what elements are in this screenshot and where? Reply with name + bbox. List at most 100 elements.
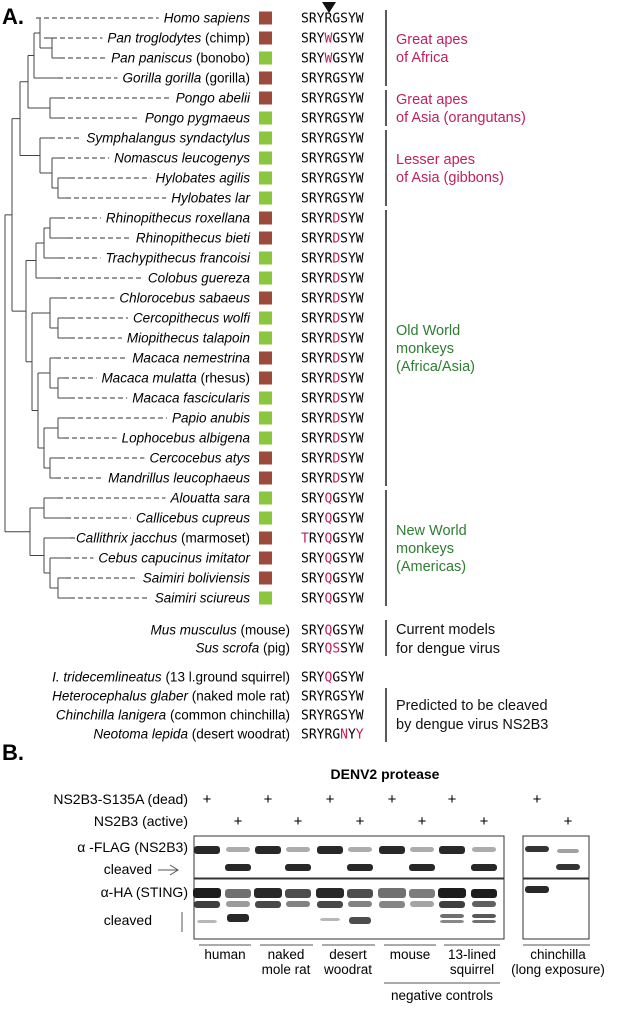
residue: D	[332, 412, 340, 427]
residue: Y	[348, 212, 356, 227]
residue: W	[356, 592, 364, 607]
species-sequence: SRYRDSYW	[301, 432, 364, 447]
blot-band	[440, 920, 464, 923]
species-sequence: SRYRDSYW	[301, 392, 364, 407]
species-sequence: SRYRGSYW	[301, 112, 364, 127]
residue: Y	[348, 312, 356, 327]
blot-band	[348, 901, 372, 907]
residue: R	[309, 412, 317, 427]
flag-blot-label: α -FLAG (NS2B3)	[77, 839, 188, 855]
latin-name: Pongo pygmaeus	[145, 111, 250, 126]
residue: R	[324, 212, 332, 227]
species-box	[259, 111, 272, 125]
negative-controls-label: negative controls	[391, 988, 493, 1003]
residue: Y	[348, 52, 356, 67]
species-box	[259, 451, 272, 465]
residue: Y	[348, 352, 356, 367]
species-box	[259, 331, 272, 345]
residue: R	[309, 592, 317, 607]
residue: R	[324, 452, 332, 467]
residue: R	[324, 392, 332, 407]
latin-name: Sus scrofa	[195, 641, 259, 656]
residue: Y	[348, 532, 356, 547]
residue: W	[356, 624, 364, 639]
residue: S	[340, 709, 348, 724]
residue: W	[356, 132, 364, 147]
species-label: Pongo pygmaeus	[145, 111, 250, 126]
residue: R	[309, 272, 317, 287]
latin-name: Chlorocebus sabaeus	[119, 291, 250, 306]
species-box	[259, 171, 272, 185]
species-box	[259, 311, 272, 325]
blot-band	[439, 901, 465, 908]
latin-name: Cebus capucinus imitator	[98, 551, 250, 566]
models-label: Current models	[396, 622, 495, 638]
blot-band	[317, 846, 343, 854]
species-box	[259, 31, 272, 45]
blot-band	[471, 889, 497, 898]
species-sequence: SRYRGSYW	[301, 172, 364, 187]
residue: W	[356, 392, 364, 407]
residue: Y	[317, 252, 325, 267]
residue: S	[301, 552, 309, 567]
residue: Y	[317, 432, 325, 447]
residue: S	[340, 312, 348, 327]
residue: Y	[348, 690, 356, 705]
residue: R	[309, 552, 317, 567]
latin-name: Nomascus leucogenys	[114, 151, 250, 166]
residue: G	[332, 152, 340, 167]
blot-band	[409, 864, 435, 871]
residue: Y	[317, 232, 325, 247]
residue: W	[356, 372, 364, 387]
residue: S	[301, 112, 309, 127]
blot-band	[472, 914, 496, 918]
sample-mouse: mouse	[390, 947, 431, 962]
species-sequence: SRYRDSYW	[301, 272, 364, 287]
residue: Y	[317, 512, 325, 527]
residue: Y	[348, 592, 356, 607]
latin-name: Saimiri boliviensis	[143, 571, 251, 586]
residue: S	[340, 472, 348, 487]
residue: S	[340, 132, 348, 147]
residue: D	[332, 432, 340, 447]
lane-plus: +	[264, 791, 273, 808]
residue: G	[332, 52, 340, 67]
species-label: Cercocebus atys	[149, 451, 250, 466]
residue: Y	[317, 372, 325, 387]
species-sequence: SRYRDSYW	[301, 252, 364, 267]
residue: Y	[317, 152, 325, 167]
residue: S	[301, 212, 309, 227]
species-label: Rhinopithecus bieti	[136, 231, 251, 246]
sample-mole-rat: mole rat	[262, 962, 311, 977]
species-box	[259, 351, 272, 365]
species-box	[259, 371, 272, 385]
residue: S	[340, 332, 348, 347]
residue: Y	[317, 624, 325, 639]
latin-name: Trachypithecus francoisi	[105, 251, 251, 266]
residue: S	[340, 372, 348, 387]
residue: W	[356, 532, 364, 547]
residue: S	[301, 312, 309, 327]
residue: S	[340, 32, 348, 47]
residue: Y	[348, 472, 356, 487]
residue: G	[332, 671, 340, 686]
residue: R	[309, 372, 317, 387]
residue: W	[356, 642, 364, 657]
blot-band	[438, 888, 466, 898]
residue: Y	[348, 728, 356, 743]
species-sequence: SRYWGSYW	[301, 32, 364, 47]
species-box	[259, 531, 272, 545]
residue: Y	[348, 132, 356, 147]
residue: Y	[348, 492, 356, 507]
species-box	[259, 191, 272, 205]
residue: W	[356, 690, 364, 705]
residue: S	[301, 452, 309, 467]
blot-band	[193, 888, 221, 898]
residue: G	[332, 709, 340, 724]
clade-label: Great apes	[396, 92, 468, 108]
residue: Y	[317, 592, 325, 607]
latin-name: Mandrillus leucophaeus	[108, 471, 250, 486]
latin-name: Gorilla gorilla	[122, 71, 201, 86]
species-sequence: SRYRGSYW	[301, 192, 364, 207]
